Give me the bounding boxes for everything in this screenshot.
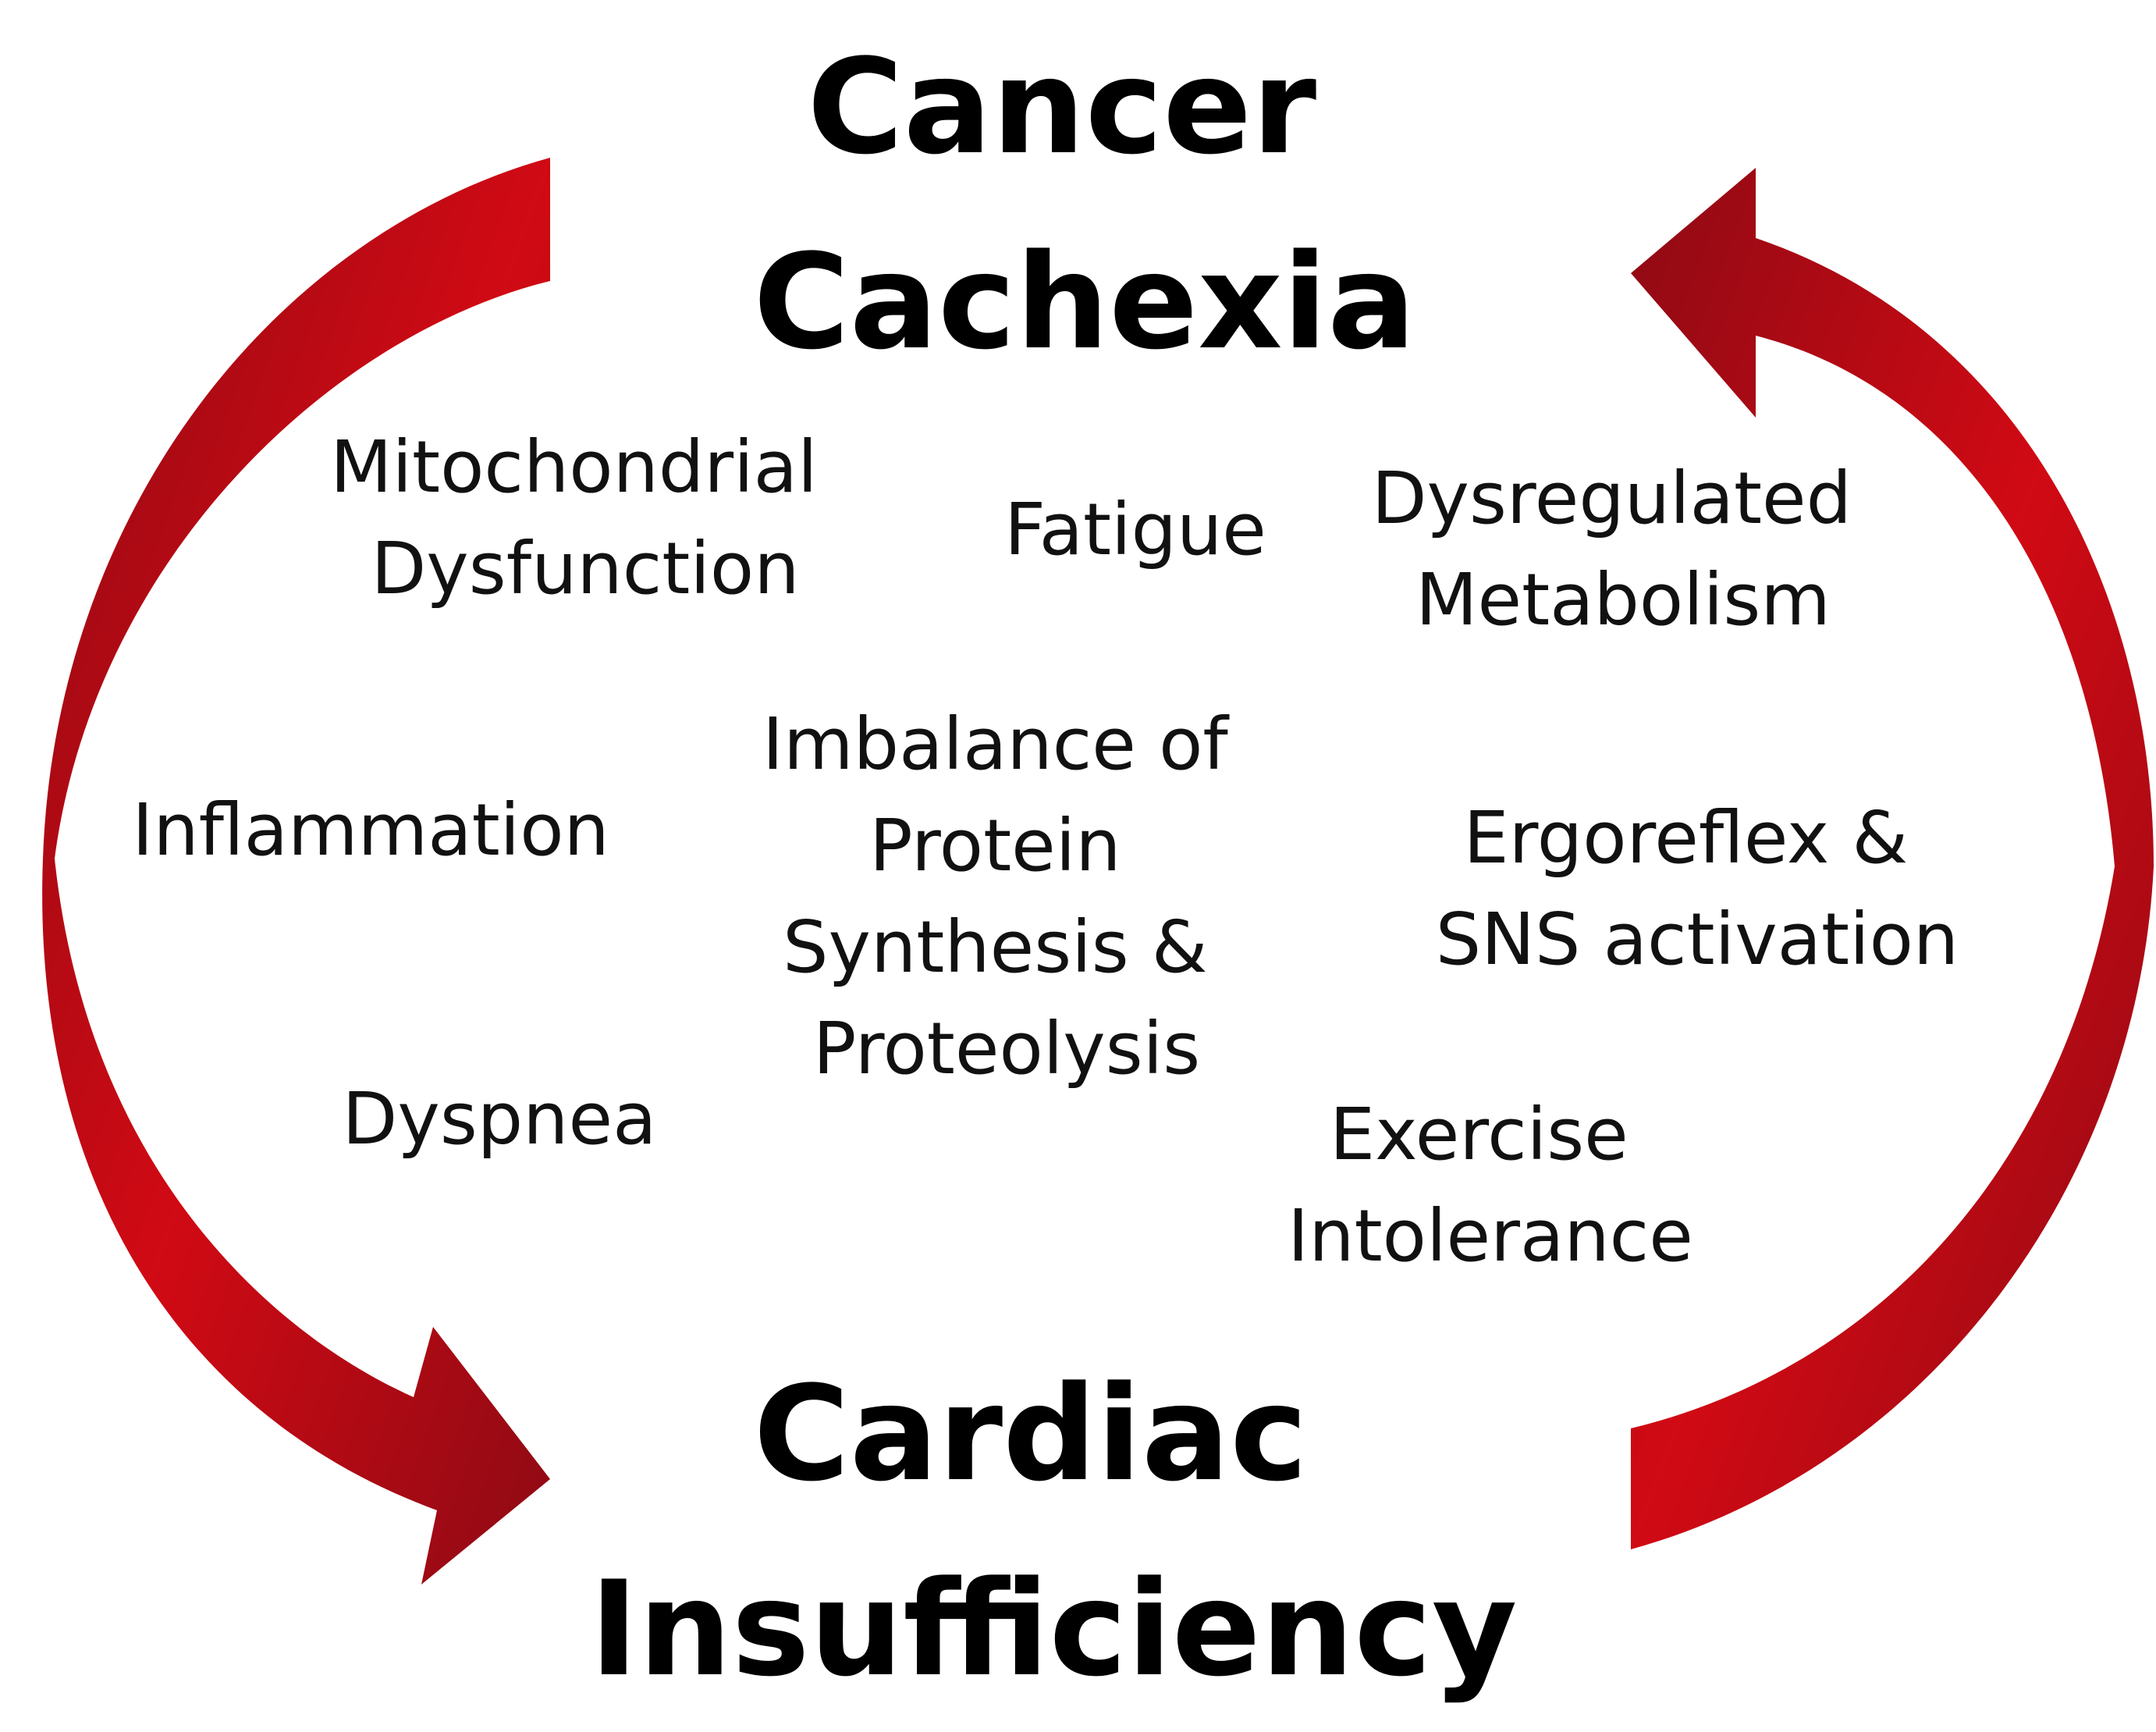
factor-protein-line4: Proteolysis	[813, 1007, 1200, 1090]
cardiac-insufficiency-line1: Cardiac	[754, 1357, 1308, 1510]
cardiac-insufficiency-line2: Insufficiency	[590, 1552, 1518, 1705]
factor-ergoreflex-line2: SNS activation	[1436, 898, 1959, 981]
factor-mitochondrial-line1: Mitochondrial	[330, 425, 818, 509]
factor-ergoreflex-line1: Ergoreflex &	[1463, 796, 1908, 880]
cancer-cachexia-title: Cancer Cachexia	[753, 30, 1415, 379]
factor-mitochondrial-line2: Dysfunction	[371, 527, 799, 610]
factor-inflammation: Inflammation	[132, 788, 609, 872]
factor-mitochondrial-dysfunction: Mitochondrial Dysfunction	[330, 425, 840, 610]
factor-protein-imbalance: Imbalance of Protein Synthesis & Proteol…	[762, 702, 1251, 1090]
right-cycle-arrow	[1631, 168, 2154, 1549]
factor-fatigue: Fatigue	[1004, 488, 1266, 571]
factor-metabolism-line1: Dysregulated	[1372, 457, 1852, 540]
factor-protein-line3: Synthesis &	[783, 905, 1208, 989]
cancer-cachexia-line1: Cancer	[807, 30, 1316, 183]
factor-protein-line1: Imbalance of	[762, 702, 1230, 786]
factor-exercise-line2: Intolerance	[1288, 1194, 1693, 1278]
factor-inflammation-line1: Inflammation	[132, 788, 609, 872]
factor-exercise-line1: Exercise	[1330, 1093, 1629, 1176]
factor-exercise-intolerance: Exercise Intolerance	[1288, 1093, 1693, 1278]
cancer-cachexia-line2: Cachexia	[753, 226, 1415, 379]
factor-dyspnea: Dyspnea	[343, 1077, 657, 1161]
factor-fatigue-line1: Fatigue	[1004, 488, 1266, 571]
factor-dyspnea-line1: Dyspnea	[343, 1077, 657, 1161]
factor-ergoreflex-sns: Ergoreflex & SNS activation	[1436, 796, 1959, 981]
cardiac-insufficiency-title: Cardiac Insufficiency	[590, 1357, 1518, 1705]
factor-protein-line2: Protein	[869, 804, 1121, 887]
left-cycle-arrow	[42, 158, 551, 1584]
factor-dysregulated-metabolism: Dysregulated Metabolism	[1372, 457, 1875, 642]
factor-metabolism-line2: Metabolism	[1415, 558, 1831, 642]
